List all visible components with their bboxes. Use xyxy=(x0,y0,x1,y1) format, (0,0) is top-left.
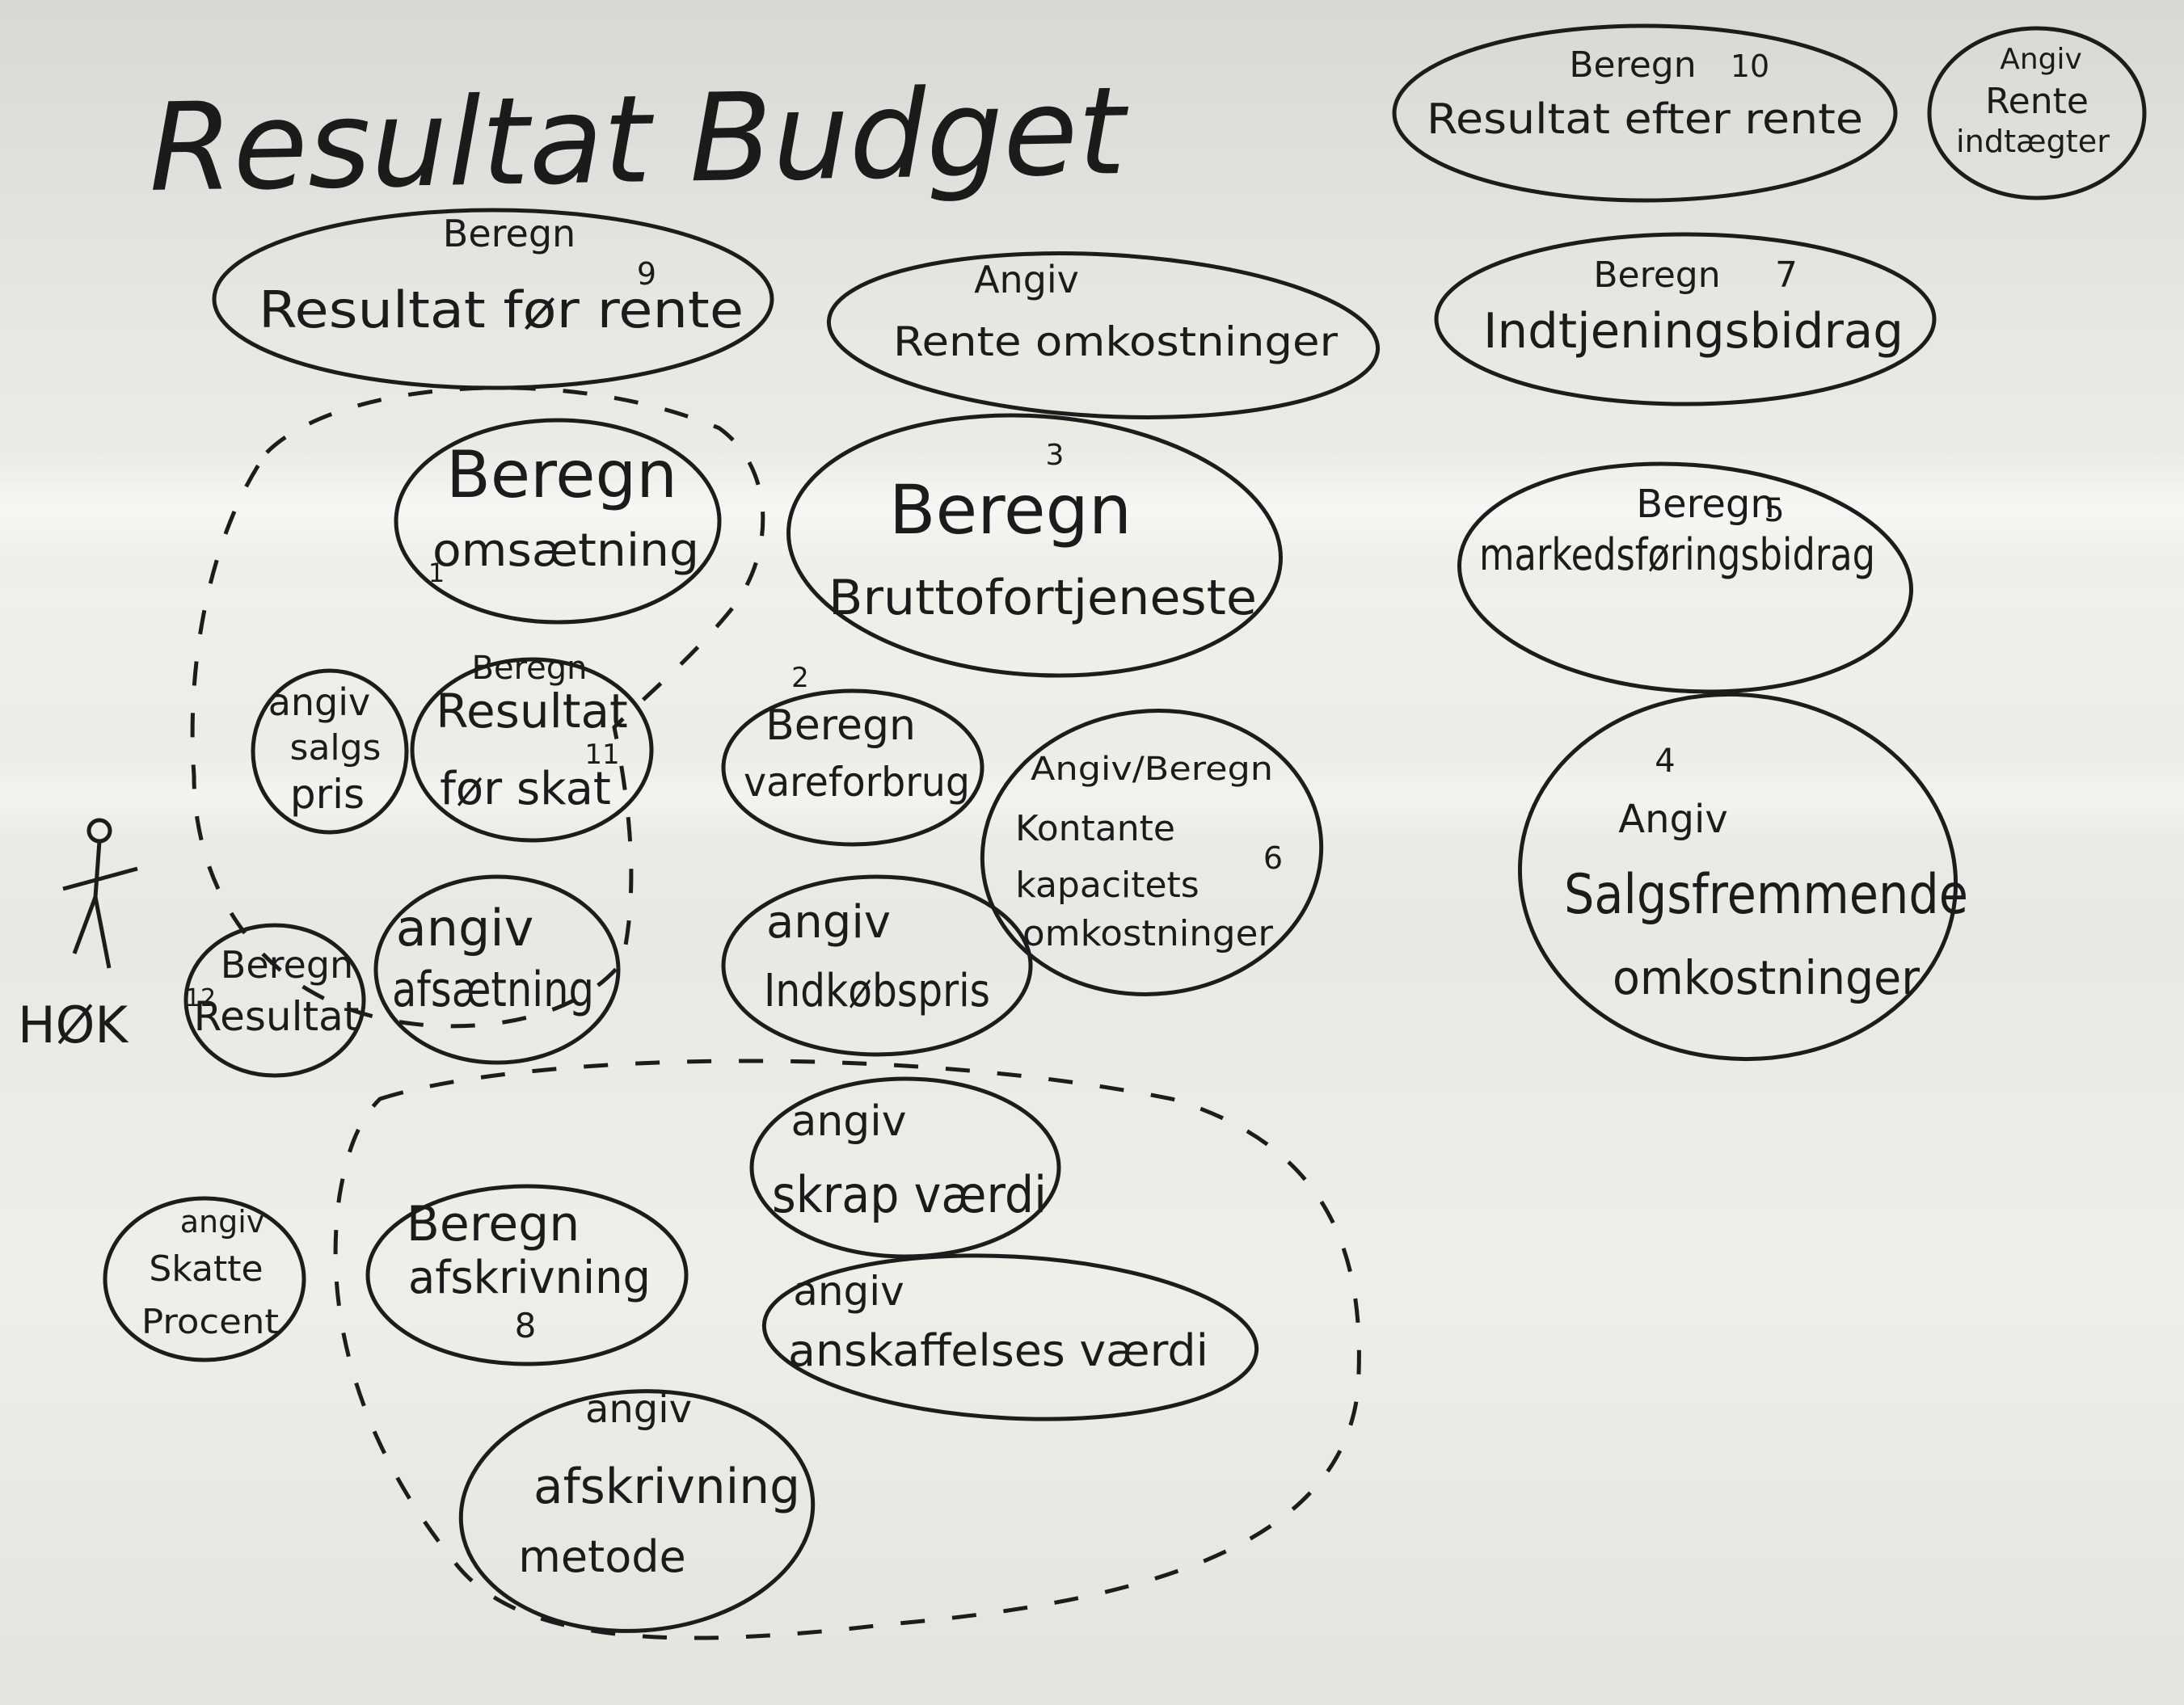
bubble-label: salgs xyxy=(290,727,382,768)
use-case-indtjeningsbidrag: Beregn 7 Indtjeningsbidrag xyxy=(1434,232,1937,406)
bubble-label: Procent xyxy=(141,1302,279,1341)
step-number: 11 xyxy=(584,739,619,771)
bubble-label: afskrivning xyxy=(408,1252,651,1304)
use-case-kapacitetsomkostninger: Angiv/Beregn Kontante kapacitets 6 omkos… xyxy=(980,709,1324,996)
bubble-action: Beregn xyxy=(1636,482,1775,527)
bubble-action: Beregn xyxy=(765,701,916,750)
bubble-label: omsætning xyxy=(432,524,699,577)
bubble-label: afsætning xyxy=(392,962,594,1018)
bubble-label: metode xyxy=(518,1531,686,1582)
step-number: 5 xyxy=(1764,492,1784,529)
use-case-vareforbrug: 2 Beregn vareforbrug xyxy=(721,662,984,847)
bubble-label: Resultat efter rente xyxy=(1427,95,1863,144)
light-reflection xyxy=(0,453,2184,566)
bubble-label: kapacitets xyxy=(1015,865,1199,906)
bubble-label: Resultat xyxy=(436,684,628,739)
bubble-label: omkostninger xyxy=(1613,950,1920,1005)
bubble-action: angiv xyxy=(180,1204,265,1240)
bubble-action: Beregn xyxy=(443,212,576,255)
bubble-label: afskrivning xyxy=(533,1459,800,1515)
dashed-group-boundary-bottom xyxy=(333,1059,1361,1640)
use-case-salgsfremmende-omkostninger: 4 Angiv Salgsfremmende omkostninger xyxy=(1517,692,1968,1062)
use-case-indkoebspris: angiv Indkøbspris xyxy=(721,874,1033,1057)
use-case-resultat-foer-rente: Beregn 9 Resultat før rente xyxy=(212,208,774,390)
bubble-action: angiv xyxy=(766,896,891,949)
use-case-markedsfoeringsbidrag: Beregn 5 markedsføringsbidrag xyxy=(1457,461,1913,694)
use-case-resultat: Beregn 12 Resultat xyxy=(183,923,366,1078)
actor-label: HØK xyxy=(18,996,129,1055)
step-number: 4 xyxy=(1655,743,1675,780)
bubble-label: Indkøbspris xyxy=(764,965,990,1017)
bubble-action: Beregn xyxy=(221,943,353,987)
bubble-action: angiv xyxy=(268,680,371,724)
bubble-label: Rente omkostninger xyxy=(893,318,1338,365)
bubble-action: angiv xyxy=(791,1097,906,1146)
bubble-label: Kontante xyxy=(1015,808,1175,849)
step-number: 1 xyxy=(428,558,445,588)
bubble-label: Skatte xyxy=(149,1248,263,1290)
actor-stick-figure xyxy=(62,818,138,969)
bubble-label: Indtjeningsbidrag xyxy=(1483,303,1904,360)
bubble-action: angiv xyxy=(585,1387,692,1432)
bubble-label: indtægter xyxy=(1956,124,2110,159)
step-number: 12 xyxy=(185,984,216,1012)
bubble-action: Beregn xyxy=(1569,44,1696,86)
dashed-group-boundary-top xyxy=(190,385,765,1029)
step-number: 9 xyxy=(637,256,656,292)
use-case-skrapvaerdi: angiv skrap værdi xyxy=(749,1076,1061,1259)
use-case-salgspris: angiv salgs pris xyxy=(251,668,409,835)
bubble-label: Resultat xyxy=(194,993,360,1040)
bubble-action: Angiv xyxy=(974,258,1079,301)
step-number: 3 xyxy=(1046,439,1065,472)
step-number: 8 xyxy=(515,1306,537,1345)
board-title: Resultat Budget xyxy=(148,61,1131,219)
step-number: 10 xyxy=(1731,48,1769,84)
bubble-action: Beregn xyxy=(472,650,588,687)
bubble-label: markedsføringsbidrag xyxy=(1479,529,1875,580)
use-case-afsaetning: angiv afsætning xyxy=(373,874,621,1065)
bubble-action: Angiv xyxy=(2000,43,2082,76)
bubble-label: Salgsfremmende xyxy=(1564,863,1968,927)
bubble-action: Beregn xyxy=(1593,255,1720,296)
bubble-action: angiv xyxy=(793,1268,904,1315)
bubble-label: anskaffelses værdi xyxy=(788,1325,1208,1376)
use-case-afskrivning: Beregn afskrivning 8 xyxy=(365,1184,689,1366)
use-case-omsaetning: Beregn 1 omsætning xyxy=(394,418,722,625)
bubble-action: Beregn xyxy=(407,1196,580,1252)
bubble-label: Resultat før rente xyxy=(259,280,744,339)
bubble-action: Angiv/Beregn xyxy=(1031,751,1273,788)
bubble-label: Rente xyxy=(1985,81,2089,122)
step-number: 6 xyxy=(1263,840,1283,876)
use-case-afskrivningsmetode: angiv afskrivning metode xyxy=(458,1387,816,1633)
use-case-skatteprocent: angiv Skatte Procent xyxy=(103,1196,306,1362)
use-case-rente-omkostninger: Angiv Rente omkostninger xyxy=(826,251,1381,419)
bubble-label: pris xyxy=(290,771,365,818)
step-number: 7 xyxy=(1775,255,1798,296)
bubble-label: vareforbrug xyxy=(744,759,970,806)
bubble-action: angiv xyxy=(396,899,534,958)
use-case-resultat-efter-rente: Beregn 10 Resultat efter rente xyxy=(1392,23,1898,203)
bubble-action: Angiv xyxy=(1618,797,1727,842)
bubble-action: Beregn xyxy=(446,437,677,512)
bubble-label: skrap værdi xyxy=(772,1165,1047,1224)
bubble-label: Bruttofortjeneste xyxy=(828,570,1257,626)
use-case-resultat-foer-skat: Beregn Resultat 11 før skat xyxy=(410,650,654,843)
use-case-anskaffelsesvaerdi: angiv anskaffelses værdi xyxy=(761,1253,1259,1421)
step-number: 2 xyxy=(791,662,809,694)
bubble-label: før skat xyxy=(440,763,611,815)
use-case-rente-indtaegter: Angiv Rente indtægter xyxy=(1927,26,2147,200)
bubble-action: Beregn xyxy=(889,470,1132,549)
use-case-bruttofortjeneste: 3 Beregn Bruttofortjeneste xyxy=(786,413,1283,678)
bubble-label: omkostninger xyxy=(1022,913,1274,954)
